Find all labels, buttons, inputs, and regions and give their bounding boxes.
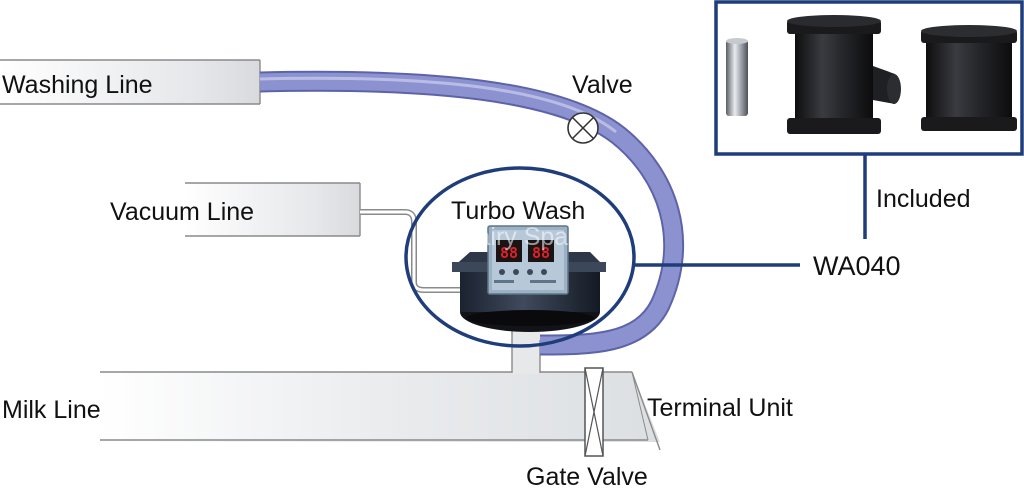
svg-text:88: 88 bbox=[532, 244, 550, 262]
included-parts-box bbox=[714, 0, 1024, 156]
tee-fitting-image bbox=[787, 15, 901, 134]
riser-pipe bbox=[511, 328, 541, 374]
turbo-wash-unit: 88 88 bbox=[452, 225, 606, 332]
sleeve-image bbox=[921, 25, 1017, 131]
washing-line-pipe bbox=[0, 59, 261, 105]
milk-line-label: Milk Line bbox=[2, 396, 101, 424]
watermark: © Dairy Spares bbox=[433, 223, 603, 251]
svg-text:88: 88 bbox=[500, 244, 518, 262]
turbo-wash-label: Turbo Wash bbox=[451, 197, 585, 225]
included-label: Included bbox=[876, 185, 971, 213]
steel-pin-image bbox=[726, 38, 748, 116]
gate-valve-label: Gate Valve bbox=[526, 463, 648, 489]
washing-line-label: Washing Line bbox=[2, 71, 153, 99]
valve-symbol bbox=[567, 112, 599, 144]
valve-label: Valve bbox=[572, 71, 633, 99]
milk-line-pipe bbox=[100, 371, 661, 451]
part-code-label: WA040 bbox=[813, 251, 901, 281]
turbo-wash-highlight bbox=[404, 166, 636, 348]
gate-valve-symbol bbox=[584, 367, 604, 457]
vacuum-line-label: Vacuum Line bbox=[110, 198, 254, 226]
vacuum-line-pipe bbox=[185, 182, 470, 293]
terminal-unit-label: Terminal Unit bbox=[647, 394, 793, 422]
